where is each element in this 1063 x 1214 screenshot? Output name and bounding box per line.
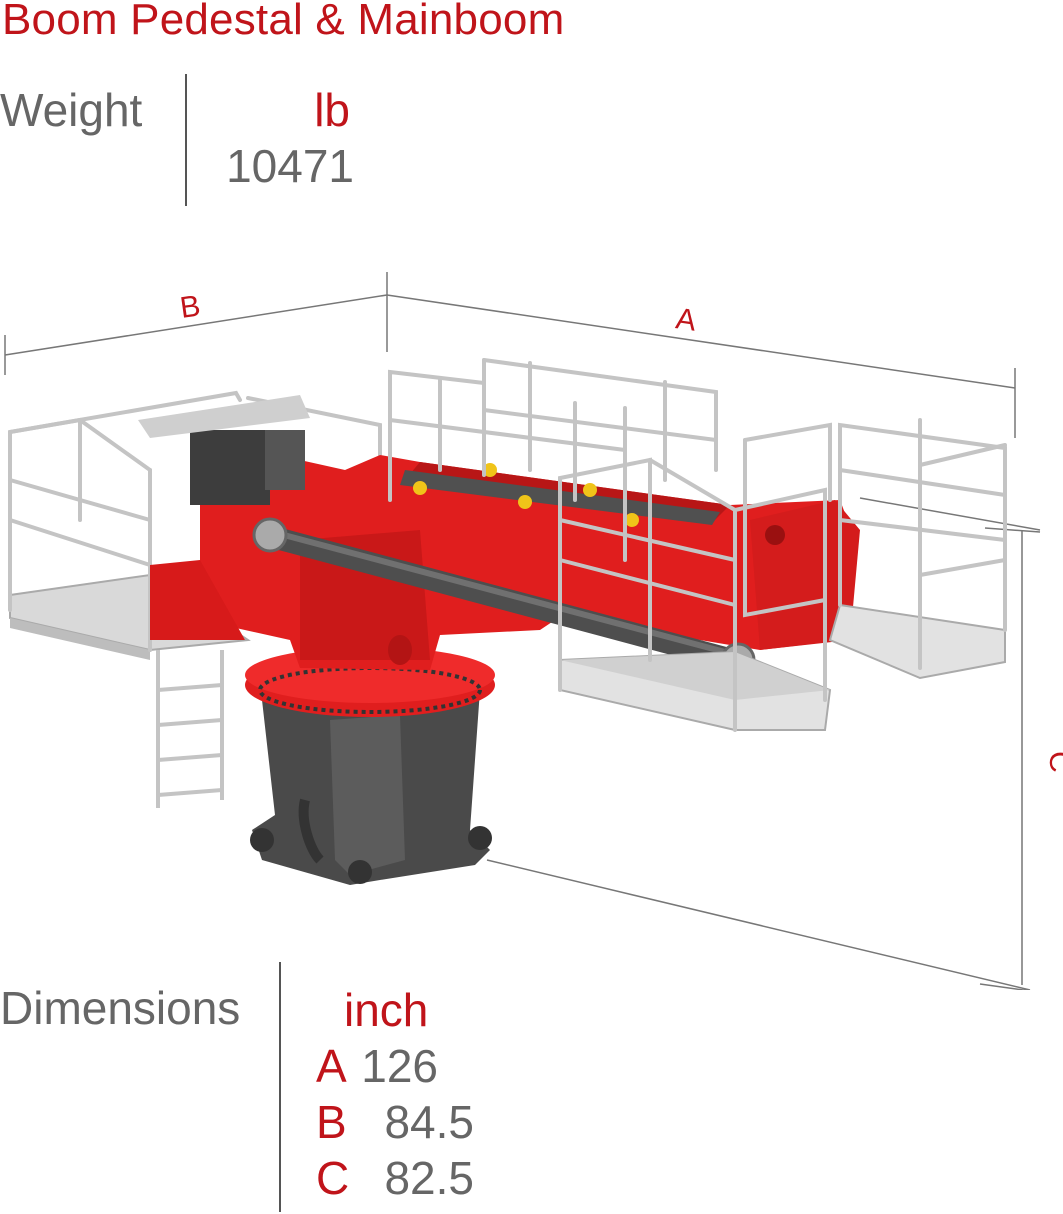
weight-divider	[185, 74, 187, 206]
dimensions-divider	[279, 962, 281, 1212]
dimension-value: 84.5	[384, 1096, 474, 1148]
dimension-label-c: C	[1043, 751, 1063, 773]
weight-label: Weight	[0, 84, 143, 136]
dimension-lines	[4, 272, 1041, 990]
dimension-row-c: C 82.5	[316, 1152, 486, 1204]
dimensions-label: Dimensions	[0, 982, 241, 1034]
hoist-motor	[138, 395, 310, 505]
dimension-letter: C	[316, 1152, 350, 1204]
right-platform	[828, 603, 1006, 680]
weight-value: 10471	[226, 140, 354, 192]
right-railing	[838, 418, 1007, 670]
dimension-letter: A	[316, 1040, 347, 1092]
dimension-letter: B	[316, 1096, 347, 1148]
dimensions-unit: inch	[344, 984, 429, 1036]
lifting-eyes	[413, 463, 639, 527]
dimension-row-a: A 126	[316, 1040, 486, 1092]
dimension-row-b: B 84.5	[316, 1096, 486, 1148]
dimension-label-a: A	[674, 302, 698, 337]
dimension-value: 126	[361, 1040, 438, 1092]
dimension-label-b: B	[178, 289, 202, 324]
page-title: Boom Pedestal & Mainboom	[2, 0, 565, 44]
back-railing	[388, 358, 718, 562]
middle-platform	[559, 650, 832, 731]
pedestal	[250, 690, 492, 885]
dimension-value: 82.5	[384, 1152, 474, 1204]
ladder	[156, 650, 224, 808]
crane-illustration: B A C	[4, 272, 1063, 990]
middle-railing	[558, 422, 832, 732]
weight-unit: lb	[314, 84, 350, 136]
